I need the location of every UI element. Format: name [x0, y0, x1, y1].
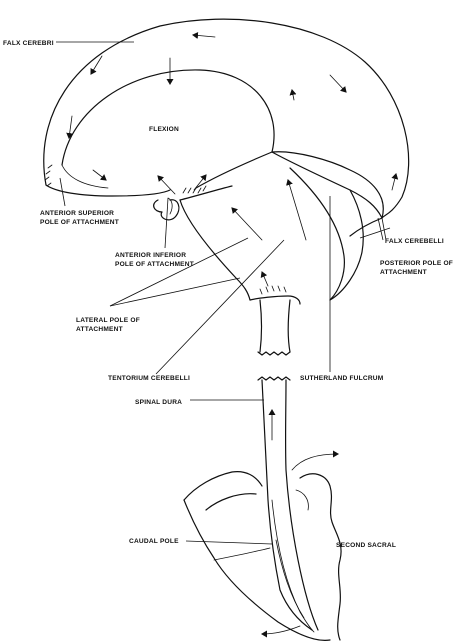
motion-arrow-icon — [260, 271, 269, 287]
leader-lines — [56, 41, 391, 545]
spinal-dura-outline — [257, 299, 319, 633]
label-anterior-inferior-line1: ANTERIOR INFERIOR — [115, 252, 186, 259]
motion-arrow-icon — [66, 115, 74, 139]
label-anterior-inferior-line2: POLE OF ATTACHMENT — [115, 261, 194, 268]
label-flexion: FLEXION — [149, 126, 179, 133]
label-sutherland-fulcrum: SUTHERLAND FULCRUM — [300, 375, 384, 382]
motion-arrow-icon — [289, 89, 297, 101]
label-anterior-superior-line1: ANTERIOR SUPERIOR — [40, 210, 114, 217]
label-anterior-superior-line2: POLE OF ATTACHMENT — [40, 219, 119, 226]
label-falx-cerebri: FALX CEREBRI — [3, 40, 54, 47]
label-posterior-pole-line2: ATTACHMENT — [380, 269, 427, 276]
label-lateral-pole-line2: ATTACHMENT — [76, 326, 123, 333]
label-posterior-pole-line1: POSTERIOR POLE OF — [380, 260, 453, 267]
motion-arrow-icon — [192, 31, 216, 39]
labels: FALX CEREBRI FLEXION ANTERIOR SUPERIOR P… — [3, 40, 453, 549]
tentorium-motion-arrows — [231, 179, 307, 287]
label-spinal-dura: SPINAL DURA — [135, 399, 182, 406]
motion-arrow-icon — [92, 169, 107, 181]
label-second-sacral: SECOND SACRAL — [336, 542, 396, 549]
sacrum-outline — [183, 450, 342, 641]
motion-arrow-icon — [391, 173, 399, 191]
falx-cerebri-outline — [43, 18, 410, 219]
falx-motion-arrows — [66, 31, 399, 195]
motion-arrow-icon — [157, 175, 176, 195]
label-tentorium-cerebelli: TENTORIUM CEREBELLI — [108, 375, 190, 382]
motion-arrow-icon — [286, 179, 307, 241]
motion-arrow-icon — [291, 450, 339, 471]
label-lateral-pole-line1: LATERAL POLE OF — [76, 317, 140, 324]
label-falx-cerebelli: FALX CEREBELLI — [385, 238, 444, 245]
label-caudal-pole: CAUDAL POLE — [129, 538, 179, 545]
motion-arrow-icon — [329, 74, 347, 93]
tentorium-cerebelli-outline — [153, 151, 383, 305]
motion-arrow-icon — [261, 625, 301, 638]
motion-arrow-icon — [90, 55, 103, 75]
motion-arrow-icon — [231, 207, 263, 241]
